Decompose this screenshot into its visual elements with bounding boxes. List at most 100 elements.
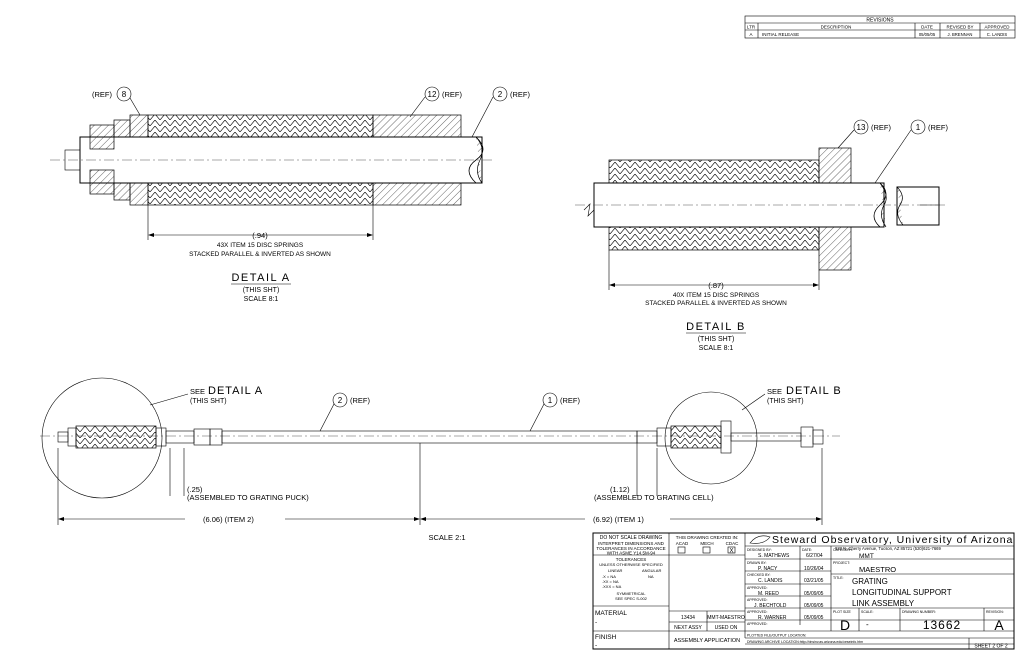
tol-angular: NA — [648, 574, 654, 579]
cdac-label: CDAC — [726, 541, 740, 546]
rev-row-date: 05/05/05 — [919, 32, 936, 37]
linear-label: LINEAR — [608, 568, 623, 573]
approved-3: R. WARNER — [758, 615, 787, 621]
detail-a-ref-12: (REF) — [442, 90, 462, 99]
rev-header-ltr: LTR — [747, 25, 756, 30]
designed-by-label: DESIGNED BY: — [747, 548, 772, 552]
detail-b-balloon-1: 1 — [916, 123, 921, 132]
dim-692: (6.92) (ITEM 1) — [593, 515, 644, 524]
see-a-label: SEE — [190, 387, 205, 396]
see-a-sheet: (THIS SHT) — [190, 398, 227, 405]
see-detail-b-label: DETAIL B — [786, 385, 842, 397]
approved-3-label: APPROVED: — [747, 610, 767, 614]
designed-by: S. MATHEWS — [758, 553, 790, 559]
revision-value: A — [994, 617, 1004, 633]
detail-b-view: 13 (REF) 1 (REF) (.87) 40X ITEM 15 DISC … — [575, 119, 948, 352]
assembly-ref-1: (REF) — [560, 396, 580, 405]
detail-a-sheet: (THIS SHT) — [243, 287, 280, 294]
project-value: MAESTRO — [859, 565, 896, 574]
title-line-2: LONGITUDINAL SUPPORT — [852, 588, 952, 597]
detail-b-balloon-13: 13 — [857, 123, 866, 132]
revisions-title: REVISIONS — [866, 18, 894, 24]
detail-b-sheet: (THIS SHT) — [698, 336, 735, 343]
detail-a-note-2: STACKED PARALLEL & INVERTED AS SHOWN — [189, 251, 331, 258]
revision-label: REVISION: — [986, 610, 1004, 614]
rev-row-ltr: A — [749, 32, 752, 37]
sheet-number: SHEET 2 OF 2 — [974, 644, 1007, 650]
detail-b-note-2: STACKED PARALLEL & INVERTED AS SHOWN — [645, 300, 787, 307]
approved-3-date: 05/09/05 — [804, 615, 824, 621]
used-on-label: USED ON — [715, 625, 738, 631]
detail-a-note-1: 43X ITEM 15 DISC SPRINGS — [217, 242, 304, 249]
plotted-location: PLOTTED FILE/OUTPUT LOCATION: — [747, 634, 806, 638]
assembly-view: SEE DETAIL A (THIS SHT) SEE DETAIL B (TH… — [40, 377, 842, 542]
approved-2-date: 05/09/05 — [804, 603, 824, 609]
interpret-1: INTERPRET DIMENSIONS AND — [598, 541, 664, 546]
see-b-sheet: (THIS SHT) — [767, 398, 804, 405]
org-address: 933 N. Cherry Avenue, Tucson, AZ 85721 (… — [835, 546, 942, 551]
tol-xx: .XX = NA — [602, 579, 619, 584]
drawn-by-label: DRAWN BY: — [747, 561, 767, 565]
title-line-3: LINK ASSEMBLY — [852, 599, 915, 608]
title-line-1: GRATING — [852, 577, 888, 586]
detail-a-balloon-12: 12 — [428, 90, 437, 99]
steward-observatory-logo — [749, 535, 771, 544]
mech-checkbox — [702, 546, 711, 554]
detail-a-view: 8 (REF) 12 (REF) 2 (REF) (.94) 43X ITEM … — [50, 86, 530, 303]
archive-location: DRAWING ARCHIVE LOCATION:http://dnsinv.a… — [747, 640, 863, 644]
approved-1-label: APPROVED: — [747, 586, 767, 590]
note-assembled-cell: (ASSEMBLED TO GRATING CELL) — [594, 493, 714, 502]
drawing-number: 13662 — [923, 618, 961, 632]
material-label: MATERIAL — [595, 610, 627, 617]
detail-a-balloon-8: 8 — [122, 90, 127, 99]
checked-by-label: CHECKED BY: — [747, 573, 771, 577]
drawn-by: P. NACY — [758, 566, 778, 572]
rev-row-description: INITIAL RELEASE — [762, 32, 799, 37]
scale-label: SCALE: — [861, 610, 873, 614]
cdac-check-mark: X — [729, 549, 733, 555]
assembly-balloon-1: 1 — [548, 396, 553, 405]
detail-b-scale: SCALE 8:1 — [699, 345, 734, 352]
designed-date: 6/27/04 — [806, 553, 823, 559]
approved-1: M. REED — [758, 591, 779, 597]
detail-a-callout-circle — [41, 377, 163, 499]
dim-606: (6.06) (ITEM 2) — [203, 515, 254, 524]
rev-row-revised-by: J. BRENNAN — [948, 32, 973, 37]
approved-4-label: APPROVED: — [747, 622, 767, 626]
tol-x: .X = NA — [602, 574, 616, 579]
org-name: Steward Observatory, University of Arizo… — [772, 534, 1013, 546]
approved-1-date: 05/09/05 — [804, 591, 824, 597]
detail-a-title: DETAIL A — [231, 272, 290, 284]
rev-header-date: DATE — [921, 25, 933, 30]
mech-label: MECH — [700, 541, 713, 546]
finish-label: FINISH — [595, 634, 617, 641]
acad-checkbox — [677, 546, 686, 554]
assembly-ref-2: (REF) — [350, 396, 370, 405]
rev-row-approved: C. LANDIS — [987, 32, 1008, 37]
unless-label: UNLESS OTHERWISE SPECIFIED — [599, 562, 663, 567]
see-detail-a-label: DETAIL A — [208, 385, 263, 397]
detail-a-ref-2: (REF) — [510, 90, 530, 99]
symmetrical-label: SYMMETRICAL — [617, 591, 647, 596]
material-value: - — [595, 619, 597, 626]
checked-by: C. LANDIS — [758, 578, 783, 584]
interpret-2: TOLERANCES IN ACCORDANCE — [596, 546, 665, 551]
detail-a-ref-8: (REF) — [92, 90, 112, 99]
finish-value: - — [595, 642, 597, 649]
project-label: PROJECT: — [833, 561, 850, 565]
angular-label: ANGULAR — [642, 568, 661, 573]
approved-2: J. BECHTOLD — [754, 603, 787, 609]
detail-b-ref-1: (REF) — [928, 123, 948, 132]
assembly-application-label: ASSEMBLY APPLICATION — [674, 638, 740, 644]
assembly-balloon-2: 2 — [338, 396, 343, 405]
dim-25: (.25) — [187, 485, 203, 494]
interpret-3: WITH ASME Y14.5M-94 — [607, 551, 656, 556]
see-spec-label: SEE SPEC S-002 — [615, 596, 648, 601]
approved-2-label: APPROVED: — [747, 598, 767, 602]
detail-b-title: DETAIL B — [686, 321, 746, 333]
drawing-number-label: DRAWING NUMBER: — [902, 610, 936, 614]
category-label: CATEGORY: — [833, 548, 853, 552]
tol-xxx: .XXX = NA — [602, 584, 622, 589]
